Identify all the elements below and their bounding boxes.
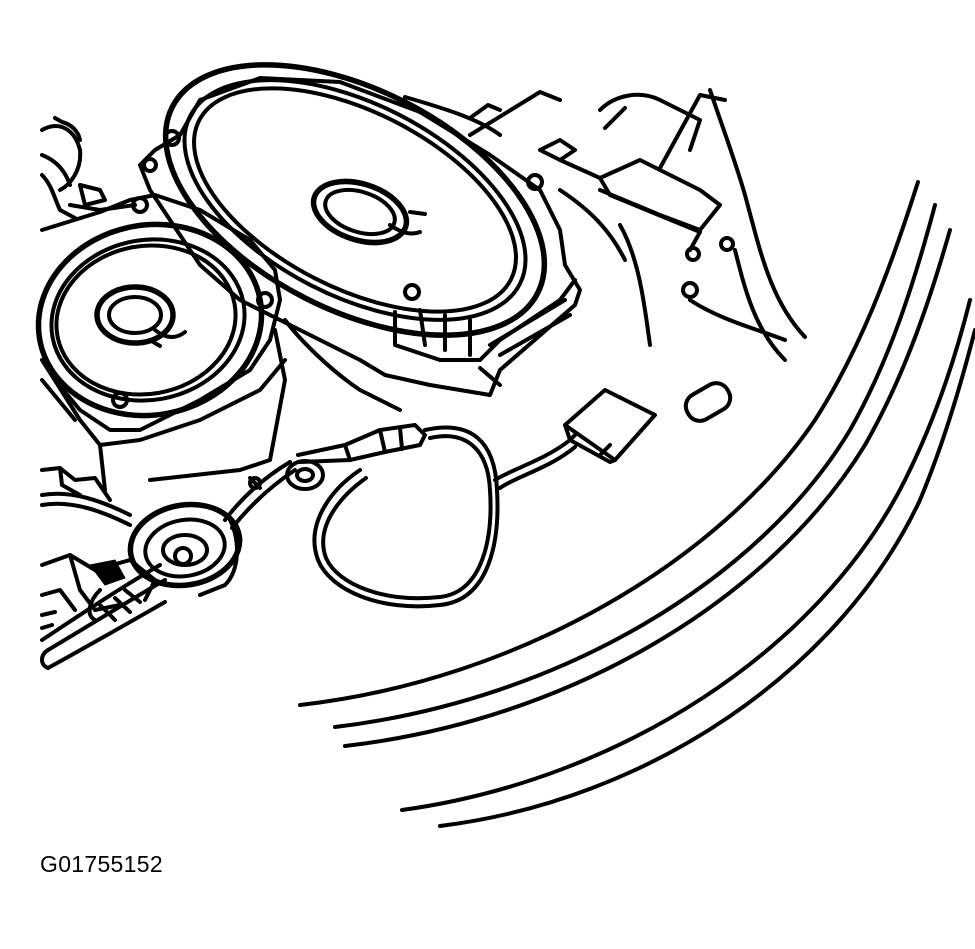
rear-shelf-structure [403,90,787,347]
body-panel-contours [298,88,975,828]
oval-speaker [138,62,582,397]
lower-left-harness [40,466,243,670]
antenna-cable [223,423,577,609]
figure-id-label: G01755152 [40,851,163,877]
antenna-module [563,381,733,464]
round-speaker [35,193,402,492]
upper-left-bracket [40,116,137,220]
